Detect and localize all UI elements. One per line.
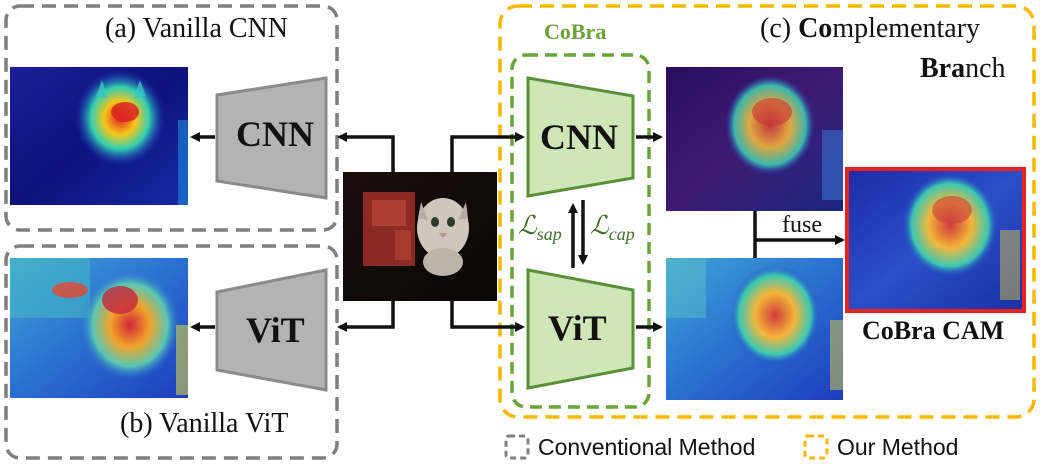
fuse-label: fuse bbox=[782, 212, 822, 238]
panel-a-frame bbox=[4, 4, 339, 232]
loss-sap-subscript: sap bbox=[536, 224, 562, 245]
cobra-vit-block bbox=[526, 268, 635, 390]
panel-a-title: (a) Vanilla CNN bbox=[105, 13, 288, 44]
input-cat-image bbox=[343, 172, 497, 301]
loss-sap: ℒsap bbox=[518, 211, 562, 245]
vanilla-vit-label: ViT bbox=[246, 310, 305, 350]
panel-c-prefix: (c) bbox=[760, 13, 799, 44]
legend-ours-label: Our Method bbox=[837, 434, 959, 460]
heatmap-cobra-vit bbox=[666, 258, 843, 400]
heatmap-cobra-cam bbox=[845, 167, 1026, 313]
heatmap-cobra-cnn bbox=[666, 67, 843, 211]
loss-cap-subscript: cap bbox=[608, 224, 635, 245]
output-highlight-border bbox=[845, 167, 1026, 313]
panel-c-rest2: nch bbox=[965, 53, 1006, 84]
output-label: CoBra CAM bbox=[862, 316, 1005, 345]
panel-c-title-line2: Branch bbox=[920, 55, 1006, 83]
loss-sap-symbol: ℒ bbox=[518, 211, 537, 240]
cobra-cnn-label: CNN bbox=[540, 117, 618, 157]
legend-conventional-label: Conventional Method bbox=[538, 434, 756, 460]
panel-c-frame bbox=[498, 4, 1036, 419]
panel-b-title: (b) Vanilla ViT bbox=[120, 408, 289, 439]
panel-c-rest1: mplementary bbox=[832, 13, 981, 44]
loss-cap-symbol: ℒ bbox=[590, 211, 609, 240]
panel-c-co: Co bbox=[798, 13, 833, 44]
vanilla-cnn-label: CNN bbox=[236, 114, 314, 154]
cobra-label: CoBra bbox=[544, 19, 607, 44]
cobra-vit-label: ViT bbox=[548, 308, 607, 348]
vanilla-vit-block bbox=[215, 268, 328, 392]
vanilla-cnn-block bbox=[215, 76, 328, 200]
panel-c-bra: Bra bbox=[920, 53, 966, 84]
loss-cap: ℒcap bbox=[590, 211, 635, 245]
cobra-cnn-block bbox=[526, 76, 635, 198]
legend-ours-swatch bbox=[803, 434, 829, 460]
panel-b-frame bbox=[4, 244, 339, 460]
heatmap-vanilla-cnn bbox=[10, 67, 188, 205]
legend-conventional-swatch bbox=[504, 434, 530, 460]
connector-arrows bbox=[190, 132, 845, 332]
panel-c-title-line1: (c) Complementary bbox=[760, 15, 980, 43]
cobra-frame bbox=[510, 53, 651, 409]
heatmap-vanilla-vit bbox=[10, 258, 188, 398]
